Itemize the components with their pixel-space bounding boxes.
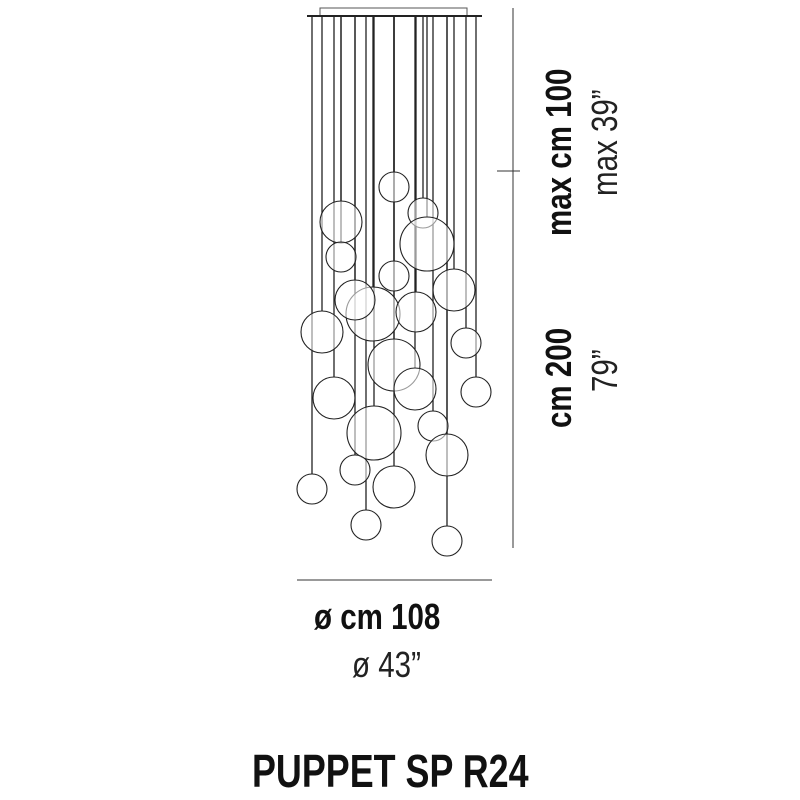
- glass-globe: [300, 310, 344, 354]
- glass-globe: [399, 216, 455, 272]
- ceiling-canopy: [319, 7, 468, 17]
- glass-globe: [395, 291, 437, 333]
- glass-globe: [431, 525, 463, 557]
- glass-globe: [432, 268, 476, 312]
- glass-globe: [296, 473, 328, 505]
- height-imperial-label: 79”: [584, 349, 625, 392]
- height-max-imperial-label: max 39”: [584, 89, 625, 196]
- glass-globes: [296, 171, 492, 557]
- glass-globe: [378, 171, 410, 203]
- glass-globe: [319, 200, 363, 244]
- glass-globe: [350, 509, 382, 541]
- product-name: PUPPET SP R24: [252, 745, 529, 797]
- glass-globe: [325, 241, 357, 273]
- glass-globe: [346, 405, 402, 461]
- diameter-imperial-label: ø 43”: [352, 644, 421, 685]
- height-metric-label: cm 200: [538, 327, 579, 428]
- glass-globe: [393, 367, 437, 411]
- glass-globe: [378, 260, 410, 292]
- diameter-metric-label: ø cm 108: [314, 596, 441, 637]
- glass-globe: [334, 279, 376, 321]
- glass-globe: [425, 433, 469, 477]
- height-max-metric-label: max cm 100: [538, 68, 579, 236]
- glass-globe: [450, 327, 482, 359]
- glass-globe: [460, 376, 492, 408]
- glass-globe: [339, 454, 371, 486]
- glass-globe: [372, 465, 416, 509]
- glass-globe: [312, 376, 356, 420]
